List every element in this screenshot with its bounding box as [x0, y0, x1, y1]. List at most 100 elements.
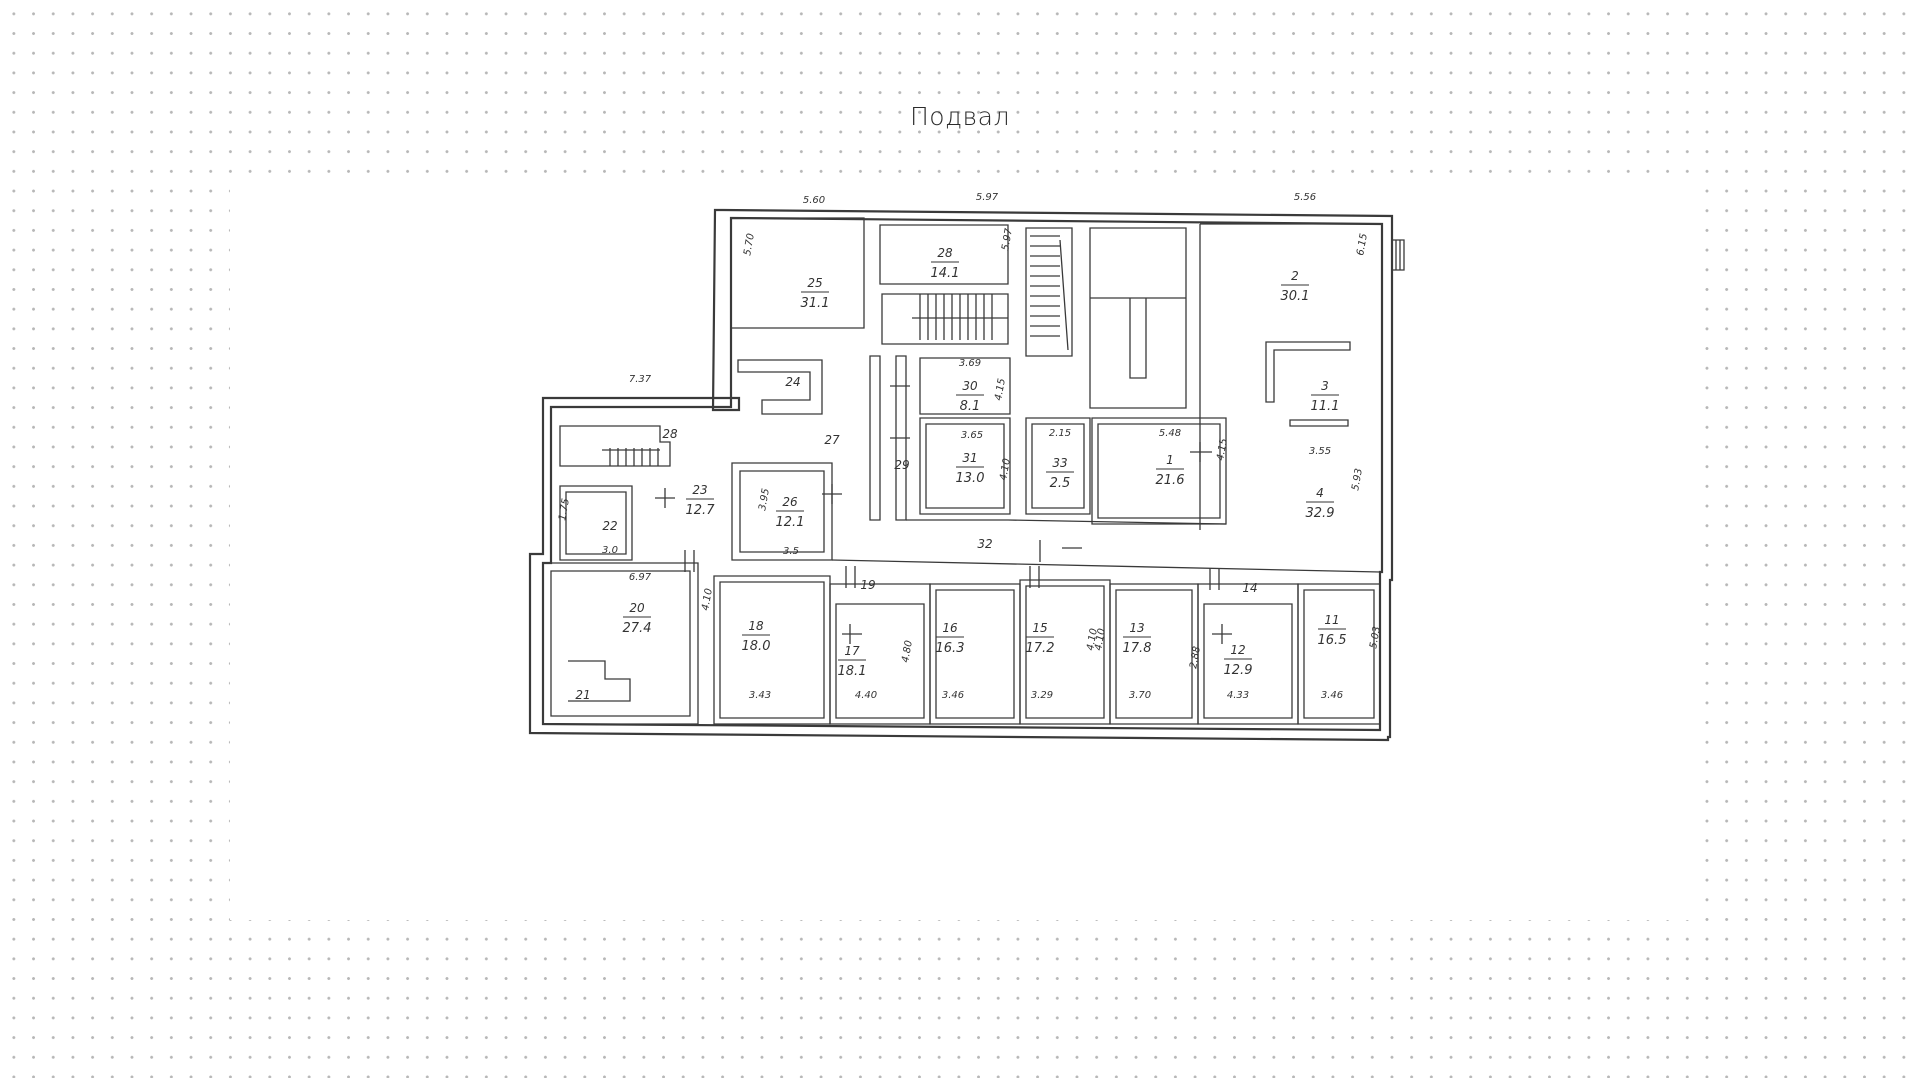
room-number-20: 20 [629, 601, 645, 615]
dimension-label: 4.15 [993, 378, 1008, 402]
room-22-wall-inner [565, 491, 627, 555]
room-33-wall [1025, 417, 1091, 515]
room-number-28: 28 [937, 246, 953, 260]
room-20-wall-inner [550, 570, 691, 717]
room-33-wall-inner [1031, 423, 1085, 509]
room-30-wall [919, 357, 1011, 415]
room-number-25: 25 [807, 276, 822, 290]
room-number-32: 32 [977, 537, 992, 551]
room-area-4: 32.9 [1306, 506, 1335, 521]
dimension-label: 5.48 [1159, 428, 1181, 439]
room-21-step [568, 660, 631, 702]
dimension-label: 3.65 [961, 430, 983, 441]
left-stair-box [559, 425, 671, 467]
dimension-label: 4.33 [1227, 690, 1249, 701]
room-area-3: 11.1 [1311, 399, 1340, 414]
room-number-27: 27 [824, 433, 840, 447]
room-number-22: 22 [602, 519, 617, 533]
room-number-23: 23 [692, 483, 707, 497]
dimension-label: 5.70 [742, 233, 757, 257]
room-26-wall-inner [739, 470, 825, 553]
room-number-33: 33 [1052, 456, 1067, 470]
room-number-19: 19 [860, 578, 875, 592]
dimension-label: 2.88 [1188, 646, 1203, 670]
room-number-17: 17 [844, 644, 860, 658]
room-area-13: 17.8 [1123, 641, 1152, 656]
dimension-label: 5.97 [1000, 227, 1015, 251]
room-area-33: 2.5 [1050, 476, 1071, 491]
room-area-16: 16.3 [936, 641, 965, 656]
room-area-28: 14.1 [931, 266, 960, 281]
dimension-label: 4.15 [1215, 438, 1230, 462]
room-number-15: 15 [1032, 621, 1047, 635]
floor-plan-drawing: 2531.124272612.12312.722282027.4212814.1… [528, 192, 1405, 742]
floor-title: Подвал [910, 102, 1010, 131]
room-number-31: 31 [962, 451, 977, 465]
room-28-wall [879, 224, 1009, 285]
dimension-label: 1.75 [557, 498, 572, 522]
bottom-row-walls [713, 575, 1381, 725]
room-25-wall [732, 217, 865, 329]
right-vent [1392, 239, 1405, 271]
room-1-wall-inner [1097, 423, 1221, 519]
room-number-30: 30 [962, 379, 978, 393]
right-stair-treads [1030, 235, 1069, 351]
dimension-label: 6.15 [1355, 233, 1370, 257]
door-marks [655, 385, 1232, 644]
room-area-31: 13.0 [956, 471, 985, 486]
dimension-label: 3.46 [942, 690, 964, 701]
room-number-28: 28 [662, 427, 678, 441]
dimension-label: 7.37 [629, 374, 652, 385]
dimension-label: 4.10 [700, 588, 715, 612]
dimension-label: 4.80 [900, 640, 915, 664]
room-area-18: 18.0 [742, 639, 771, 654]
dimension-label: 3.69 [959, 358, 981, 369]
right-stair-box [1025, 227, 1073, 357]
dimension-label: 4.10 [1085, 628, 1100, 652]
room-24-wall [737, 359, 823, 415]
dimension-label: 3.55 [1309, 446, 1331, 457]
dimension-label: 3.0 [602, 545, 618, 556]
room-number-2: 2 [1291, 269, 1299, 283]
shaft-wall [1089, 227, 1187, 409]
room-number-3: 3 [1321, 379, 1329, 393]
dimension-label: 5.97 [976, 192, 999, 203]
room-number-26: 26 [782, 495, 798, 509]
room-area-25: 31.1 [801, 296, 830, 311]
room-area-26: 12.1 [776, 515, 805, 530]
dimension-label: 5.03 [1368, 626, 1383, 650]
dimension-label: 6.97 [629, 572, 652, 583]
mid-stair-treads [912, 294, 1008, 340]
dimension-label: 4.10 [1093, 628, 1108, 652]
room-31-wall-inner [925, 423, 1005, 509]
room-number-14: 14 [1242, 581, 1257, 595]
dimension-label: 3.70 [1129, 690, 1151, 701]
room-area-20: 27.4 [623, 621, 652, 636]
room-area-17: 18.1 [838, 664, 867, 679]
room-2-wall [1199, 223, 1382, 530]
room-number-11: 11 [1324, 613, 1339, 627]
room-31-wall [919, 417, 1011, 515]
outer-wall-inner [541, 216, 1384, 732]
left-stair-treads [602, 448, 660, 466]
room-22-wall [559, 485, 633, 561]
room-number-29: 29 [894, 458, 909, 472]
room-number-13: 13 [1129, 621, 1144, 635]
room-20-wall [543, 562, 699, 725]
dimension-labels: 5.60 5.97 5.56 5.70 5.97 6.15 7.37 3.69 4.15 3.65… [557, 192, 1383, 701]
room-3-wall [1265, 341, 1351, 403]
outer-wall [528, 208, 1394, 742]
dimension-label: 3.95 [757, 488, 772, 512]
dimension-label: 5.56 [1294, 192, 1316, 203]
dimension-label: 3.46 [1321, 690, 1343, 701]
dimension-label: 5.60 [803, 195, 825, 206]
room-area-12: 12.9 [1224, 663, 1253, 678]
room-number-12: 12 [1230, 643, 1245, 657]
dimension-label: 3.5 [783, 546, 799, 557]
room-area-1: 21.6 [1156, 473, 1185, 488]
mid-stair-box [881, 293, 1009, 345]
room-number-18: 18 [748, 619, 764, 633]
room-number-16: 16 [942, 621, 958, 635]
dimension-label: 3.29 [1031, 690, 1053, 701]
